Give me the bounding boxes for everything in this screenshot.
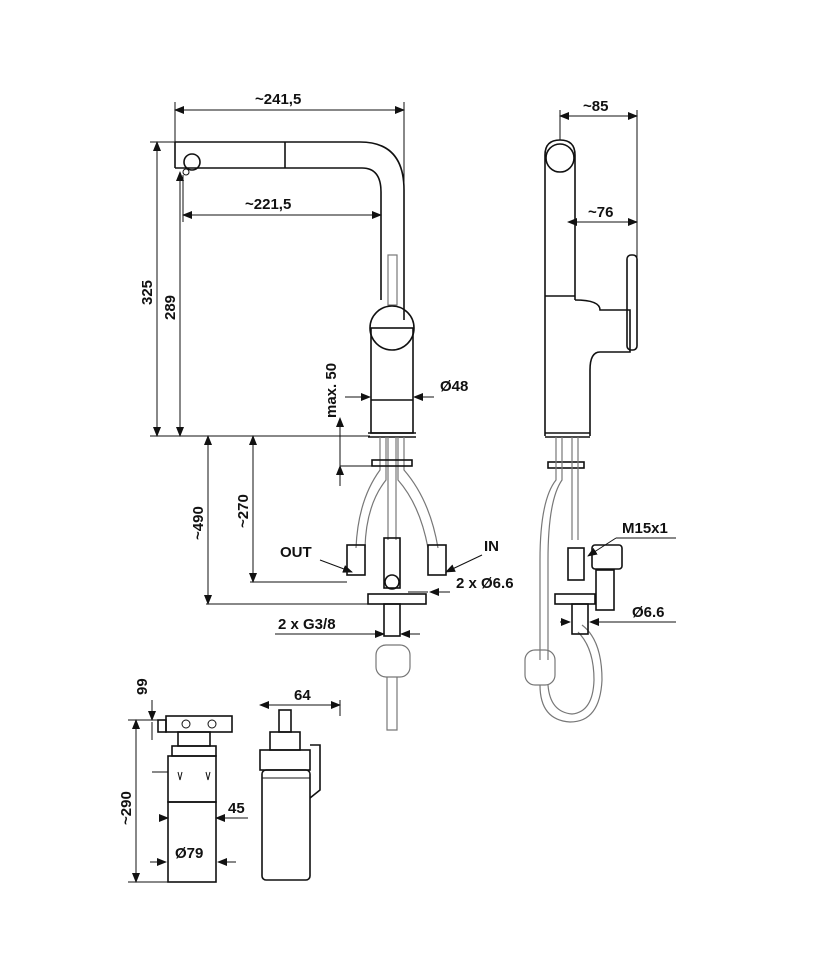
label-inlet: IN [484, 538, 499, 555]
dimension-max-thickness: max. 50 [323, 363, 372, 486]
label-body-diameter: Ø48 [440, 378, 468, 395]
filter-front-view: 99 ~290 45 Ø79 [118, 678, 248, 883]
label-thread: 2 x G3/8 [278, 616, 336, 633]
dimension-thread: 2 x G3/8 [275, 616, 420, 638]
label-total-height: 325 [139, 280, 156, 305]
label-spout-height: 289 [162, 295, 179, 320]
faucet-spout [174, 141, 405, 320]
filter-side-view: 64 [259, 687, 341, 881]
label-filter-top: 99 [134, 678, 151, 695]
dimension-side-thread: M15x1 [587, 520, 676, 557]
side-hoses [524, 437, 623, 723]
dimension-filter-offset: 45 [152, 771, 248, 822]
dimension-total-height: 325 [139, 141, 370, 437]
label-connection-length: ~270 [235, 494, 252, 528]
dimension-lever-depth: ~76 [567, 204, 638, 226]
label-filter-width: 64 [294, 687, 311, 704]
label-spout-width: ~221,5 [245, 196, 291, 213]
label-total-width: ~241,5 [255, 91, 301, 108]
filter-front-body [157, 715, 233, 883]
dimension-spout-height: 289 [162, 171, 184, 437]
dimension-spout-width: ~221,5 [182, 175, 382, 222]
label-pipe-diameter: 2 x Ø6.6 [456, 575, 514, 592]
supply-hoses [346, 437, 447, 731]
dimension-total-width: ~241,5 [174, 91, 405, 190]
dimension-connection-length: ~270 [235, 435, 347, 583]
label-outlet: OUT [280, 544, 312, 561]
label-side-thread: M15x1 [622, 520, 668, 537]
label-hose-length: ~490 [190, 506, 207, 540]
label-filter-height: ~290 [118, 791, 135, 825]
connection-labels: OUT IN [280, 538, 499, 573]
dimension-body-diameter: Ø48 [345, 378, 468, 401]
side-faucet-body [544, 139, 638, 438]
dimension-filter-width: 64 [259, 687, 341, 716]
dimension-filter-top: 99 [134, 678, 158, 740]
label-filter-diameter: Ø79 [175, 845, 203, 862]
dimension-hose-length: ~490 [190, 435, 368, 605]
filter-side-body [259, 709, 321, 881]
label-side-depth: ~85 [583, 98, 608, 115]
dimension-side-depth: ~85 [559, 98, 638, 258]
dimension-pipe-diameter: 2 x Ø6.6 [408, 575, 514, 596]
dimension-filter-diameter: Ø79 [150, 845, 236, 866]
front-view: ~241,5 ~221,5 325 289 Ø48 [139, 91, 514, 731]
label-side-pipe: Ø6.6 [632, 604, 665, 621]
side-view: ~85 ~76 M15x1 Ø6.6 [524, 98, 676, 723]
faucet-body [368, 305, 416, 438]
label-max-thickness: max. 50 [323, 363, 340, 418]
label-filter-offset: 45 [228, 800, 245, 817]
dimension-filter-height: ~290 [118, 719, 168, 883]
label-lever-depth: ~76 [588, 204, 613, 221]
dimension-side-pipe: Ø6.6 [560, 604, 676, 626]
